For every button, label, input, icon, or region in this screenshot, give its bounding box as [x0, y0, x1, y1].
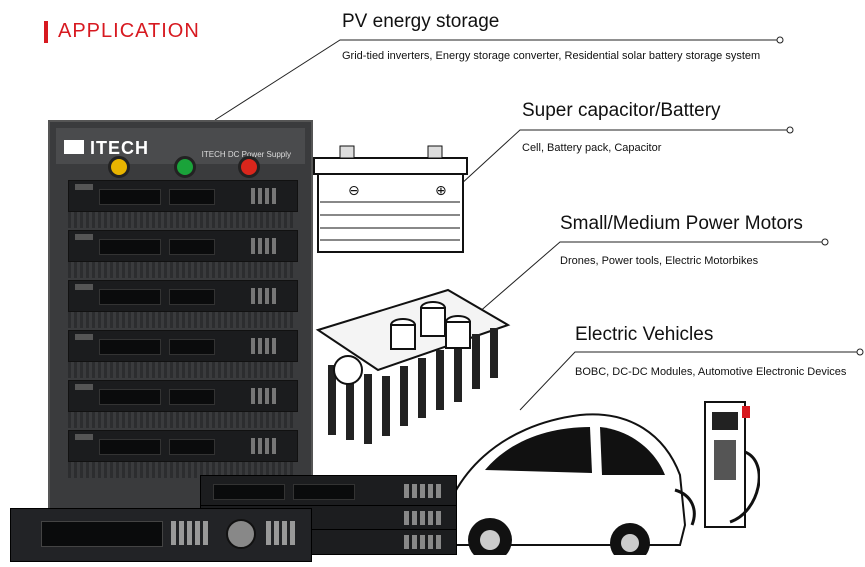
itech-logo-icon	[64, 140, 84, 154]
pv-heading: PV energy storage	[342, 11, 500, 32]
leader-line-battery	[459, 129, 790, 186]
battery-desc: Cell, Battery pack, Capacitor	[522, 142, 662, 154]
section-title: APPLICATION	[44, 20, 200, 43]
pv-desc: Grid-tied inverters, Energy storage conv…	[342, 50, 761, 62]
rack-unit	[68, 280, 298, 312]
leader-line-pv	[214, 39, 780, 121]
rack-label: ITECH DC Power Supply	[201, 150, 291, 159]
leader-line-ev	[519, 351, 860, 411]
leader-dot-pv	[776, 36, 784, 44]
rack-unit	[68, 380, 298, 412]
title-accent-bar	[44, 20, 48, 43]
rack-unit	[68, 330, 298, 362]
rack-vent	[68, 262, 296, 278]
rack-unit	[68, 180, 298, 212]
bench-power-supply-image	[10, 508, 312, 562]
yellow-knob-icon	[108, 156, 130, 178]
electric-car-image	[438, 413, 696, 555]
rack-vent	[68, 312, 296, 328]
green-knob-icon	[174, 156, 196, 178]
rack-brand: ITECH	[90, 138, 149, 158]
ev-heading: Electric Vehicles	[575, 324, 714, 345]
section-title-text: APPLICATION	[58, 20, 200, 42]
battery-heading: Super capacitor/Battery	[522, 100, 721, 121]
red-knob-icon	[238, 156, 260, 178]
rack-vent	[68, 212, 296, 228]
battery-image: ⊖ ⊕	[313, 145, 468, 253]
leader-dot-ev	[856, 348, 864, 356]
rack-vent	[68, 462, 296, 478]
bench-power-supply-image	[200, 475, 457, 507]
ev-desc: BOBC, DC-DC Modules, Automotive Electron…	[575, 366, 847, 378]
motor-controller-image	[315, 288, 511, 444]
leader-line-motors	[469, 241, 825, 321]
rack-vent	[68, 412, 296, 428]
rack-vent	[68, 362, 296, 378]
motors-desc: Drones, Power tools, Electric Motorbikes	[560, 255, 759, 267]
leader-dot-battery	[786, 126, 794, 134]
rack-unit	[68, 430, 298, 462]
power-supply-rack-image: ITECH ITECH DC Power Supply	[48, 120, 313, 515]
leader-dot-motors	[821, 238, 829, 246]
charging-station-image	[704, 401, 760, 528]
svg-text:⊕: ⊕	[435, 183, 447, 199]
motors-heading: Small/Medium Power Motors	[560, 213, 803, 234]
svg-text:⊖: ⊖	[348, 183, 360, 199]
rack-header: ITECH ITECH DC Power Supply	[56, 128, 305, 164]
rack-unit	[68, 230, 298, 262]
